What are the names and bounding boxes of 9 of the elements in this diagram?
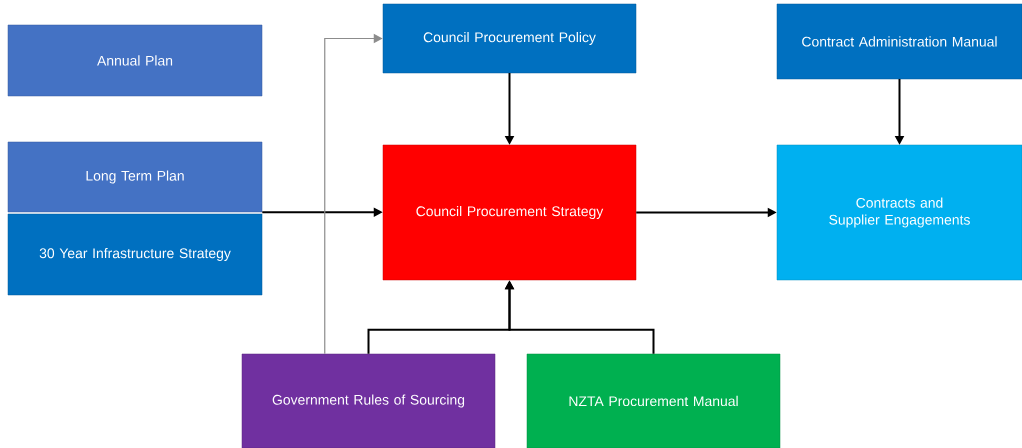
process-box: Annual Plan	[7, 24, 263, 97]
process-box: Contracts and Supplier Engagements	[776, 144, 1022, 281]
process-box: Long Term Plan	[7, 141, 263, 213]
process-box: Contract Administration Manual	[776, 3, 1022, 80]
process-box: NZTA Procurement Manual	[526, 353, 781, 448]
process-box: Council Procurement Policy	[382, 3, 637, 74]
process-box: Government Rules of Sourcing	[241, 353, 496, 448]
process-box: 30 Year Infrastructure Strategy	[7, 213, 263, 296]
strategy-box: Council Procurement Strategy	[382, 144, 637, 281]
